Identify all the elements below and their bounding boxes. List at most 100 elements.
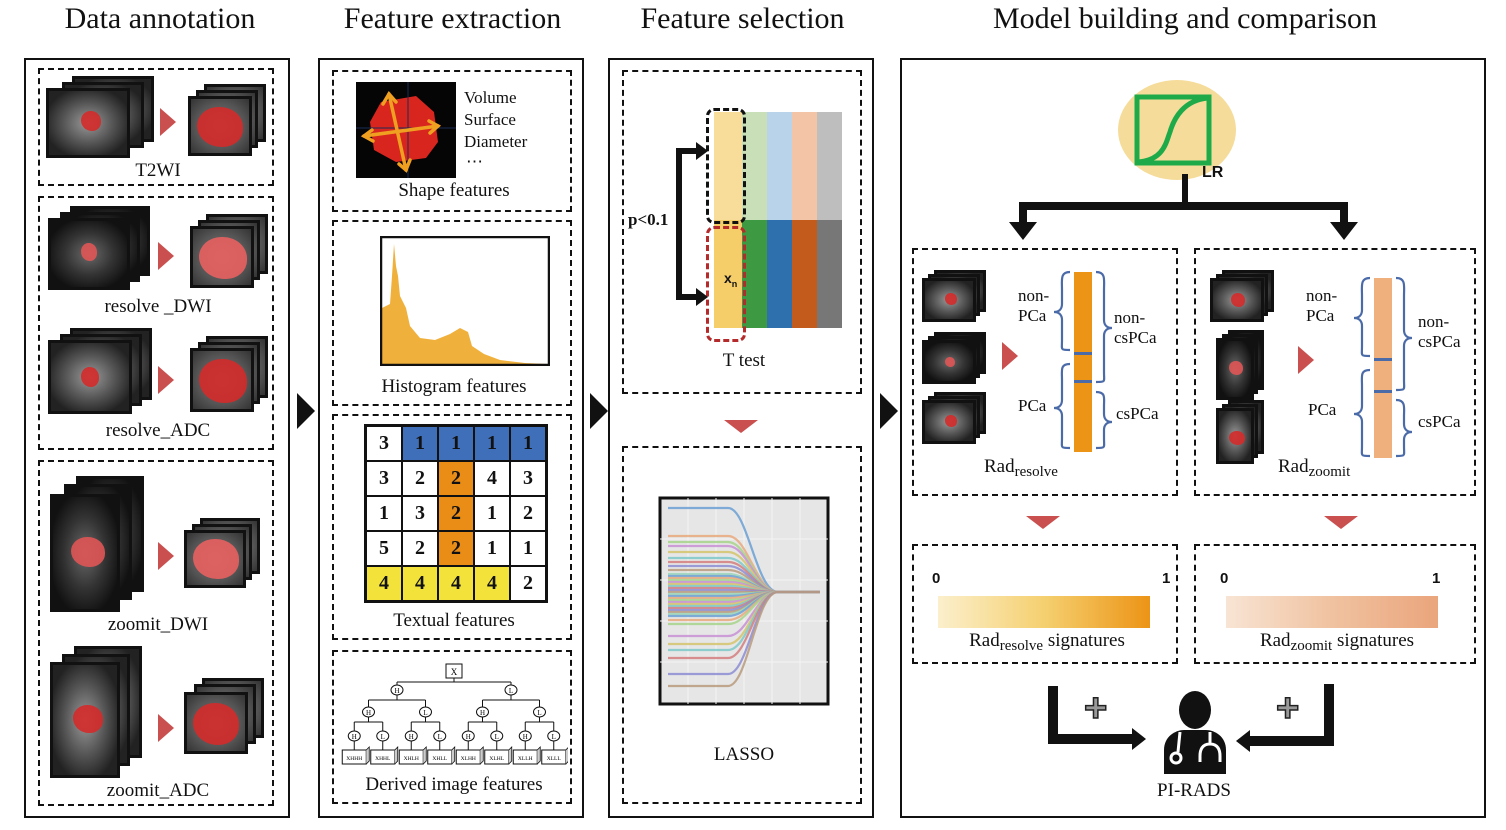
glcm-cell: 1 xyxy=(438,426,474,461)
rad-name: Rad xyxy=(1259,630,1291,651)
glcm-cell: 1 xyxy=(474,531,510,566)
rad-name: Rad xyxy=(969,630,1000,651)
glcm-cell: 2 xyxy=(510,496,546,531)
glcm-cell: 2 xyxy=(438,461,474,496)
wavelet-leaf-label: XHLH xyxy=(404,756,419,762)
shape-features-caption: Shape features xyxy=(398,180,510,201)
filter-label: H xyxy=(394,687,399,695)
wavelet-leaf-label: XLLL xyxy=(547,756,562,762)
glcm-cell: 2 xyxy=(510,566,546,601)
split-line xyxy=(1340,202,1348,226)
rad-zoomit-signature-caption: Radzoomit signatures xyxy=(1196,630,1478,655)
stage-arrow-icon xyxy=(590,393,608,429)
cspca-label: csPCa xyxy=(1116,404,1159,423)
bracket-line xyxy=(676,148,698,154)
coefficient-path xyxy=(668,590,820,688)
glcm-cell: 3 xyxy=(510,461,546,496)
scale-max-label: 1 xyxy=(1432,570,1441,587)
rad-resolve-caption: Radresolve xyxy=(984,456,1058,481)
filter-label: L xyxy=(552,733,556,741)
rad-resolve-score-bar xyxy=(1074,272,1092,452)
stage-title-feature-selection: Feature selection xyxy=(640,2,845,35)
shape-features-box: Volume Surface Diameter ⋯ Shape features xyxy=(332,70,572,212)
glcm-cell: 4 xyxy=(438,566,474,601)
lasso-caption: LASSO xyxy=(713,744,775,765)
wavelet-leaf-label: XHLL xyxy=(432,756,447,762)
arrowhead-icon xyxy=(1132,728,1146,750)
rad-subscript: resolve xyxy=(999,638,1044,654)
wavelet-leaf-label: XHHL xyxy=(375,756,391,762)
combine-line xyxy=(1048,734,1134,744)
glcm-cell: 4 xyxy=(474,461,510,496)
cube-side xyxy=(365,746,370,765)
combine-line xyxy=(1324,684,1334,746)
feature-column xyxy=(767,112,792,220)
tree-edge xyxy=(524,717,555,731)
wavelet-leaf-label: XLHH xyxy=(461,756,476,762)
tree-edge xyxy=(482,695,540,707)
glcm-cell: 1 xyxy=(366,496,402,531)
histogram-features-caption: Histogram features xyxy=(381,376,527,397)
group-highlight-bottom xyxy=(706,226,746,342)
threshold-tick xyxy=(1374,390,1392,393)
threshold-tick xyxy=(1074,380,1092,383)
group-highlight-top xyxy=(706,108,746,224)
t2wi-group: T2WI xyxy=(38,68,274,186)
ttest-box: xn p<0.1 T test xyxy=(622,70,862,394)
filter-label: L xyxy=(423,709,427,717)
ttest-caption: T test xyxy=(722,350,766,371)
feature-column xyxy=(742,220,767,328)
glcm-cell: 4 xyxy=(366,566,402,601)
filter-label: L xyxy=(495,733,499,741)
scale-max-label: 1 xyxy=(1162,570,1171,587)
non-pca-label: non- PCa xyxy=(1306,286,1338,325)
feature-label: x xyxy=(724,270,732,286)
glcm-cell: 1 xyxy=(474,496,510,531)
stage-arrow-icon xyxy=(297,393,315,429)
cube-side xyxy=(451,746,456,765)
shape-feature-item: ⋯ xyxy=(466,152,483,171)
cube-side xyxy=(565,747,568,765)
feature-subscript: n xyxy=(731,278,738,289)
derived-features-caption: Derived image features xyxy=(365,774,543,795)
arrowhead-icon xyxy=(1236,730,1250,752)
threshold-tick xyxy=(1074,352,1092,355)
feature-xn-label: xn xyxy=(724,270,737,289)
doctor-stethoscope-icon xyxy=(1164,691,1226,774)
glcm-cell: 5 xyxy=(366,531,402,566)
t2wi-thumbnail xyxy=(922,278,976,322)
t2wi-full-image xyxy=(46,88,130,158)
dwi-thumbnail xyxy=(922,340,976,384)
filter-label: L xyxy=(537,709,541,717)
zoomit-dwi-thumbnail xyxy=(1216,338,1254,400)
rad-zoomit-caption: Radzoomit xyxy=(1278,456,1350,481)
rad-subscript: zoomit xyxy=(1308,464,1351,480)
shape-tumor-image xyxy=(356,82,456,178)
filter-label: L xyxy=(509,687,513,695)
filter-label: H xyxy=(466,733,471,741)
sequence-label: resolve _DWI xyxy=(104,296,212,317)
feature-selection-panel: xn p<0.1 T test LASSO xyxy=(608,58,874,818)
marker-arrow-icon xyxy=(160,108,176,136)
resolve-dwi-full-image xyxy=(48,218,130,290)
feature-column xyxy=(792,112,817,220)
non-cspca-label: non- csPCa xyxy=(1114,308,1157,347)
marker-arrow-icon xyxy=(1298,346,1314,374)
wavelet-leaf-label: XHHH xyxy=(346,756,362,762)
glcm-cell: 2 xyxy=(402,461,438,496)
zoomit-adc-thumbnail xyxy=(1216,408,1254,464)
feature-column xyxy=(714,220,742,328)
glcm-cell: 1 xyxy=(402,426,438,461)
wavelet-leaf-label: XLLH xyxy=(518,756,533,762)
zoomit-adc-roi-crop xyxy=(184,692,248,754)
marker-arrow-icon xyxy=(158,366,174,394)
filter-label: L xyxy=(438,733,442,741)
glcm-cell: 3 xyxy=(366,426,402,461)
model-building-panel: LR non- PCa PCa non- csPCa csPCa xyxy=(900,58,1486,818)
glcm-cell: 1 xyxy=(510,531,546,566)
arrowhead-icon xyxy=(696,288,708,306)
feature-column xyxy=(817,220,842,328)
flow-down-arrow-icon xyxy=(1324,516,1358,529)
